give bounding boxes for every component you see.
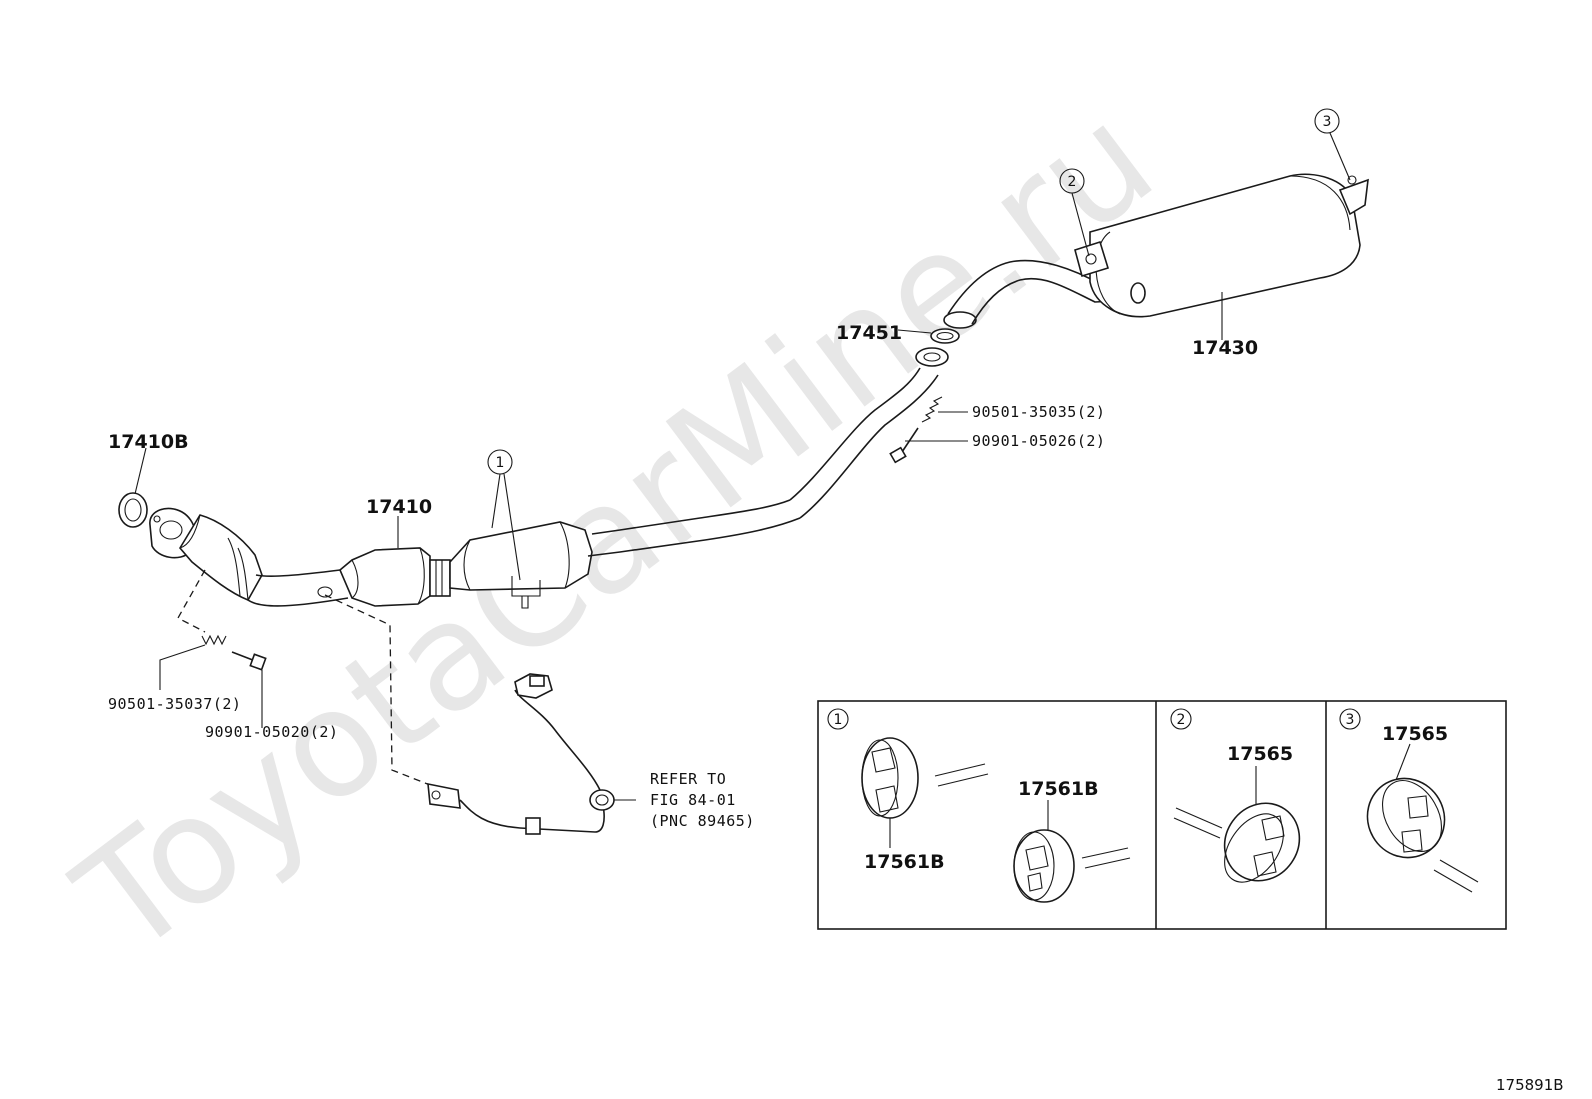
label-17410: 17410 bbox=[366, 496, 432, 518]
label-90901-05020: 90901-05020(2) bbox=[205, 723, 338, 741]
muffler-17430 bbox=[943, 173, 1369, 329]
panel-3-number: 3 bbox=[1346, 712, 1355, 728]
panel-3-label: 17565 bbox=[1382, 723, 1448, 745]
refer-line-2: FIG 84-01 bbox=[650, 791, 736, 809]
callout-1-number: 1 bbox=[496, 455, 505, 471]
bolt-90901-05026 bbox=[889, 427, 919, 464]
label-17410b: 17410B bbox=[108, 431, 189, 453]
spring-90501-35035 bbox=[921, 396, 943, 423]
detail-box bbox=[817, 700, 1507, 930]
panel-1-label-a: 17561B bbox=[864, 851, 945, 873]
callout-3: 3 bbox=[1314, 108, 1340, 134]
detail-panel-1: 1 17561B 17561B bbox=[827, 708, 1131, 903]
label-17451: 17451 bbox=[836, 322, 902, 344]
front-pipe-17410 bbox=[149, 347, 949, 609]
callout-2: 2 bbox=[1059, 168, 1085, 194]
label-90501-35037: 90501-35037(2) bbox=[108, 695, 241, 713]
label-17430: 17430 bbox=[1192, 337, 1258, 359]
gasket-17410b bbox=[118, 492, 148, 528]
panel-1-label-b: 17561B bbox=[1018, 778, 1099, 800]
figure-id: 175891B bbox=[1496, 1076, 1564, 1094]
bolt-dash-line bbox=[177, 569, 206, 633]
label-90901-05026: 90901-05026(2) bbox=[972, 432, 1105, 450]
refer-line-3: (PNC 89465) bbox=[650, 812, 755, 830]
callout-2-number: 2 bbox=[1068, 174, 1077, 190]
bolt-90901-05020 bbox=[231, 651, 267, 671]
panel-1-number: 1 bbox=[834, 712, 843, 728]
panel-2-label: 17565 bbox=[1227, 743, 1293, 765]
label-90501-35035: 90501-35035(2) bbox=[972, 403, 1105, 421]
refer-line-1: REFER TO bbox=[650, 770, 726, 788]
leader-lines bbox=[134, 132, 1351, 728]
oxygen-sensor bbox=[324, 594, 636, 835]
gasket-17451 bbox=[930, 328, 960, 344]
detail-panel-2: 2 17565 bbox=[1170, 708, 1301, 883]
spring-90501-35037 bbox=[201, 634, 227, 646]
panel-2-number: 2 bbox=[1177, 712, 1186, 728]
callout-3-number: 3 bbox=[1323, 114, 1332, 130]
callout-1: 1 bbox=[487, 449, 513, 475]
detail-panel-3: 3 17565 bbox=[1339, 708, 1479, 893]
